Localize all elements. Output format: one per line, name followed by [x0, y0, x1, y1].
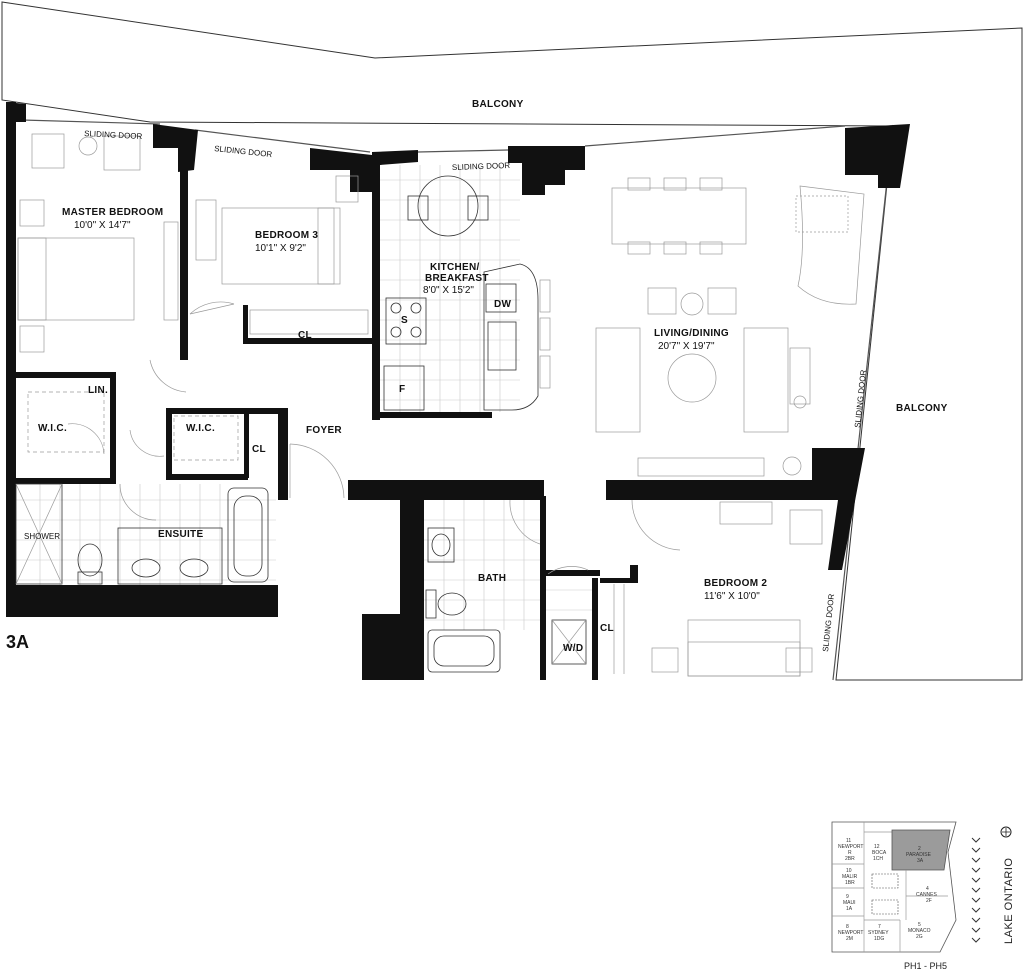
- bath-tiles: [424, 500, 592, 630]
- wd-label: W/D: [563, 643, 583, 654]
- ensuite-fixtures: [15, 483, 269, 585]
- kp-unit-9-l2: 1A: [846, 906, 853, 912]
- balcony-north-outline: [1, 1, 1023, 681]
- kp-unit-11-num: 11: [846, 838, 851, 844]
- living-furniture: [595, 177, 865, 477]
- north-glazing: [21, 119, 846, 153]
- kp-unit-2-num: 2: [918, 846, 921, 852]
- wic1-label: W.I.C.: [38, 423, 67, 434]
- wic2-label: W.I.C.: [186, 423, 215, 434]
- kp-unit-4-l1: CANNES: [916, 892, 938, 898]
- bedroom2-closet-label: CL: [600, 623, 614, 634]
- balcony-east-label: BALCONY: [896, 403, 948, 414]
- kp-unit-5-l1: MONACO: [908, 928, 931, 934]
- sliding-door-1-label: SLIDING DOOR: [84, 129, 143, 141]
- bedroom2-dims: 11'6" X 10'0": [704, 591, 760, 602]
- master-furniture: [17, 133, 239, 461]
- key-plan: 11 NEWPORT R 2BR 12 BOCA 1CH 2 PARADISE …: [831, 821, 1015, 953]
- kp-unit-8-l1: NEWPORT: [838, 930, 863, 936]
- kitchen-name-1: KITCHEN/: [430, 262, 480, 273]
- sliding-door-5-label: SLIDING DOOR: [821, 593, 836, 652]
- door-swings: [67, 301, 681, 575]
- key-plan-highlight: [891, 829, 951, 871]
- levels-label: PH1 - PH5: [904, 961, 947, 971]
- living-dims: 20'7" X 19'7": [658, 341, 715, 352]
- living-name: LIVING/DINING: [654, 328, 729, 339]
- kp-unit-7-num: 7: [878, 924, 881, 930]
- kp-unit-10-l2: 1BR: [845, 880, 855, 886]
- kp-unit-9-l1: MAUI: [843, 900, 856, 906]
- bath-fixtures: [425, 527, 587, 673]
- master-bedroom-dims: 10'0" X 14'7": [74, 220, 131, 231]
- kp-unit-2-l2: 3A: [917, 858, 924, 864]
- master-bedroom-name: MASTER BEDROOM: [62, 207, 163, 218]
- dishwasher-label: DW: [494, 299, 512, 310]
- kp-unit-12-num: 12: [874, 844, 880, 850]
- kp-unit-12-l2: 1CH: [873, 856, 883, 862]
- walls: [6, 102, 910, 680]
- lake-waves-icon: [971, 837, 981, 943]
- kp-unit-11-l3: 2BR: [845, 856, 855, 862]
- balcony-north-label: BALCONY: [472, 99, 524, 110]
- kp-unit-10-l1: MALIR: [842, 874, 858, 880]
- north-arrow-icon: [1000, 826, 1012, 838]
- sliding-door-4-label: SLIDING DOOR: [853, 369, 868, 428]
- sliding-door-2-label: SLIDING DOOR: [214, 144, 273, 159]
- kitchen-dims: 8'0" X 15'2": [423, 285, 474, 296]
- bedroom3-name: BEDROOM 3: [255, 230, 318, 241]
- kp-unit-11-l1: NEWPORT: [838, 844, 863, 850]
- bedroom2-furniture: [613, 501, 823, 677]
- bath-label: BATH: [478, 573, 506, 584]
- sliding-door-3-label: SLIDING DOOR: [452, 161, 511, 172]
- kitchen-name-2: BREAKFAST: [425, 273, 489, 284]
- kitchen-fixtures: [383, 175, 551, 411]
- kp-unit-12-l1: BOCA: [872, 850, 887, 856]
- unit-name: 3A: [6, 632, 29, 652]
- foyer-label: FOYER: [306, 425, 342, 436]
- kp-unit-11-l2: R: [848, 850, 852, 856]
- kitchen-tiles: [380, 165, 520, 412]
- linen-label: LIN.: [88, 385, 108, 396]
- kp-unit-5-l2: 2G: [916, 934, 923, 940]
- shower-label: SHOWER: [24, 532, 60, 541]
- stove-label: S: [401, 315, 408, 326]
- kp-unit-4-l2: 2F: [926, 898, 932, 904]
- bedroom3-furniture: [195, 175, 369, 335]
- kp-unit-2-l1: PARADISE: [906, 852, 932, 858]
- kp-unit-4-num: 4: [926, 886, 929, 892]
- hall-closet-label: CL: [252, 444, 266, 455]
- bedroom3-closet-label: CL: [298, 330, 312, 341]
- bedroom3-dims: 10'1" X 9'2": [255, 243, 306, 254]
- lake-ontario-label: LAKE ONTARIO: [1003, 858, 1015, 944]
- kp-unit-10-num: 10: [846, 868, 852, 874]
- ensuite-label: ENSUITE: [158, 529, 203, 540]
- kp-unit-9-num: 9: [846, 894, 849, 900]
- kp-unit-5-num: 5: [918, 922, 921, 928]
- kp-unit-8-l2: 2M: [846, 936, 853, 942]
- kp-unit-7-l1: SYDNEY: [868, 930, 889, 936]
- kp-unit-8-num: 8: [846, 924, 849, 930]
- east-glazing: [832, 124, 894, 681]
- fridge-label: F: [399, 384, 405, 395]
- bedroom2-name: BEDROOM 2: [704, 578, 767, 589]
- kp-unit-7-l2: 1DG: [874, 936, 884, 942]
